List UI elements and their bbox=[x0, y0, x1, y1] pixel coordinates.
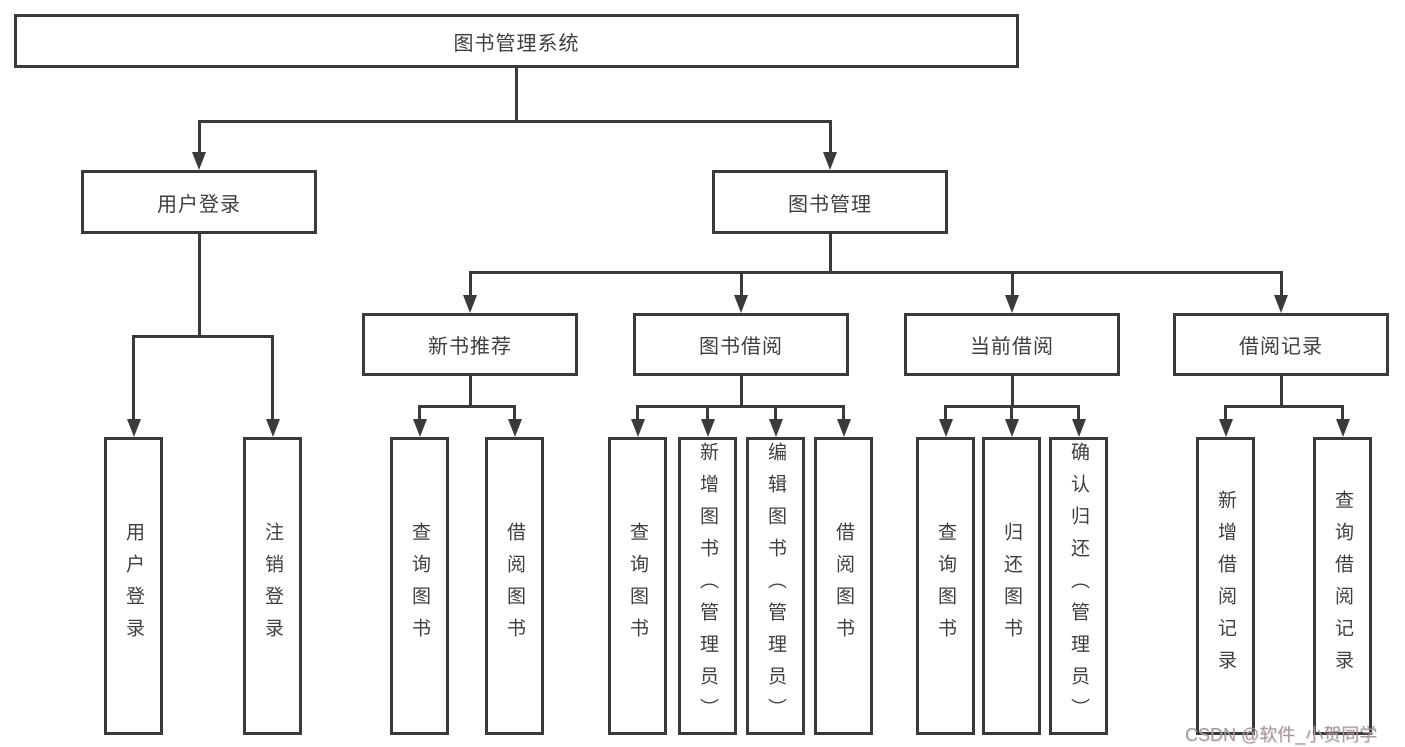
node-label: 图书管理系统 bbox=[453, 32, 580, 55]
arrow-down-icon bbox=[1335, 419, 1350, 437]
leaf-edit-book-admin: 编辑图书（管理员） bbox=[746, 437, 805, 735]
arrow-down-icon bbox=[938, 419, 953, 437]
arrow-down-icon bbox=[823, 152, 837, 170]
arrow-down-icon bbox=[463, 295, 477, 313]
connector-stem-line bbox=[1279, 376, 1283, 408]
arrow-down-icon bbox=[734, 295, 748, 313]
connector-stem-line bbox=[828, 234, 832, 274]
connector-drop-line bbox=[739, 271, 743, 297]
arrow-down-icon bbox=[126, 419, 141, 437]
csdn-watermark: CSDN @软件_小贺同学 bbox=[1185, 725, 1378, 745]
node-label: 查询图书 bbox=[409, 522, 430, 650]
leaf-query-books-borrow: 查询图书 bbox=[608, 437, 667, 735]
leaf-query-books-recommend: 查询图书 bbox=[390, 437, 449, 735]
leaf-borrow-books-recommend: 借阅图书 bbox=[485, 437, 544, 735]
connector-bar-line bbox=[1224, 405, 1344, 408]
leaf-add-book-admin: 新增图书（管理员） bbox=[678, 437, 737, 735]
connector-bar-line bbox=[418, 405, 516, 408]
connector-drop-line bbox=[1077, 405, 1080, 421]
leaf-query-books-current: 查询图书 bbox=[916, 437, 975, 735]
arrow-down-icon bbox=[768, 419, 783, 437]
arrow-down-icon bbox=[192, 152, 206, 170]
node-book-borrowing: 图书借阅 bbox=[633, 313, 849, 376]
node-label: 借阅图书 bbox=[504, 522, 525, 650]
connector-bar-line bbox=[197, 120, 832, 123]
connector-drop-line bbox=[418, 405, 421, 421]
connector-drop-line bbox=[842, 405, 845, 421]
node-label: 图书借阅 bbox=[699, 336, 783, 358]
connector-drop-line bbox=[774, 405, 777, 421]
arrow-down-icon bbox=[412, 419, 427, 437]
connector-drop-line bbox=[513, 405, 516, 421]
node-label: 用户登录 bbox=[157, 193, 241, 216]
arrow-down-icon bbox=[265, 419, 280, 437]
leaf-query-borrow-record: 查询借阅记录 bbox=[1313, 437, 1372, 735]
node-label: 新增借阅记录 bbox=[1215, 490, 1236, 682]
node-library-system: 图书管理系统 bbox=[14, 14, 1019, 68]
arrow-down-icon bbox=[1218, 419, 1233, 437]
connector-bar-line bbox=[636, 405, 845, 408]
leaf-borrow-books-borrow: 借阅图书 bbox=[814, 437, 873, 735]
arrow-down-icon bbox=[1071, 419, 1086, 437]
connector-stem-line bbox=[197, 234, 201, 338]
leaf-logout: 注销登录 bbox=[243, 437, 302, 735]
connector-drop-line bbox=[706, 405, 709, 421]
node-user-login: 用户登录 bbox=[81, 170, 317, 234]
connector-stem-line bbox=[739, 376, 743, 408]
connector-stem-line bbox=[468, 376, 472, 408]
connector-drop-line bbox=[197, 120, 201, 154]
arrow-down-icon bbox=[836, 419, 851, 437]
node-label: 新增图书（管理员） bbox=[697, 442, 718, 730]
node-label: 确认归还（管理员） bbox=[1068, 442, 1089, 730]
arrow-down-icon bbox=[1004, 419, 1019, 437]
node-label: 新书推荐 bbox=[428, 336, 512, 358]
node-label: 归还图书 bbox=[1001, 522, 1022, 650]
leaf-return-books: 归还图书 bbox=[982, 437, 1041, 735]
arrow-down-icon bbox=[700, 419, 715, 437]
leaf-confirm-return-admin: 确认归还（管理员） bbox=[1049, 437, 1108, 735]
connector-drop-line bbox=[1224, 405, 1227, 421]
connector-drop-line bbox=[636, 405, 639, 421]
connector-bar-line bbox=[132, 335, 274, 338]
arrow-down-icon bbox=[507, 419, 522, 437]
connector-drop-line bbox=[132, 335, 135, 421]
node-book-management: 图书管理 bbox=[712, 170, 948, 234]
node-label: 查询图书 bbox=[627, 522, 648, 650]
connector-drop-line bbox=[944, 405, 947, 421]
leaf-user-login: 用户登录 bbox=[104, 437, 163, 735]
node-label: 用户登录 bbox=[123, 522, 144, 650]
node-label: 查询图书 bbox=[935, 522, 956, 650]
connector-drop-line bbox=[1010, 271, 1014, 297]
connector-drop-line bbox=[1010, 405, 1013, 421]
node-new-book-recommend: 新书推荐 bbox=[362, 313, 578, 376]
node-label: 图书管理 bbox=[788, 193, 872, 216]
connector-drop-line bbox=[1279, 271, 1283, 297]
connector-bar-line bbox=[468, 271, 1283, 274]
connector-drop-line bbox=[1341, 405, 1344, 421]
connector-drop-line bbox=[271, 335, 274, 421]
node-label: 查询借阅记录 bbox=[1332, 490, 1353, 682]
connector-stem-line bbox=[1010, 376, 1014, 408]
connector-drop-line bbox=[828, 120, 832, 154]
node-current-borrowing: 当前借阅 bbox=[904, 313, 1120, 376]
arrow-down-icon bbox=[1005, 295, 1019, 313]
arrow-down-icon bbox=[630, 419, 645, 437]
node-borrowing-records: 借阅记录 bbox=[1173, 313, 1389, 376]
node-label: 编辑图书（管理员） bbox=[765, 442, 786, 730]
connector-drop-line bbox=[468, 271, 472, 297]
leaf-add-borrow-record: 新增借阅记录 bbox=[1196, 437, 1255, 735]
node-label: 借阅记录 bbox=[1239, 336, 1323, 358]
node-label: 注销登录 bbox=[262, 522, 283, 650]
connector-stem-line bbox=[515, 68, 518, 123]
node-label: 借阅图书 bbox=[833, 522, 854, 650]
node-label: 当前借阅 bbox=[970, 336, 1054, 358]
arrow-down-icon bbox=[1274, 295, 1288, 313]
